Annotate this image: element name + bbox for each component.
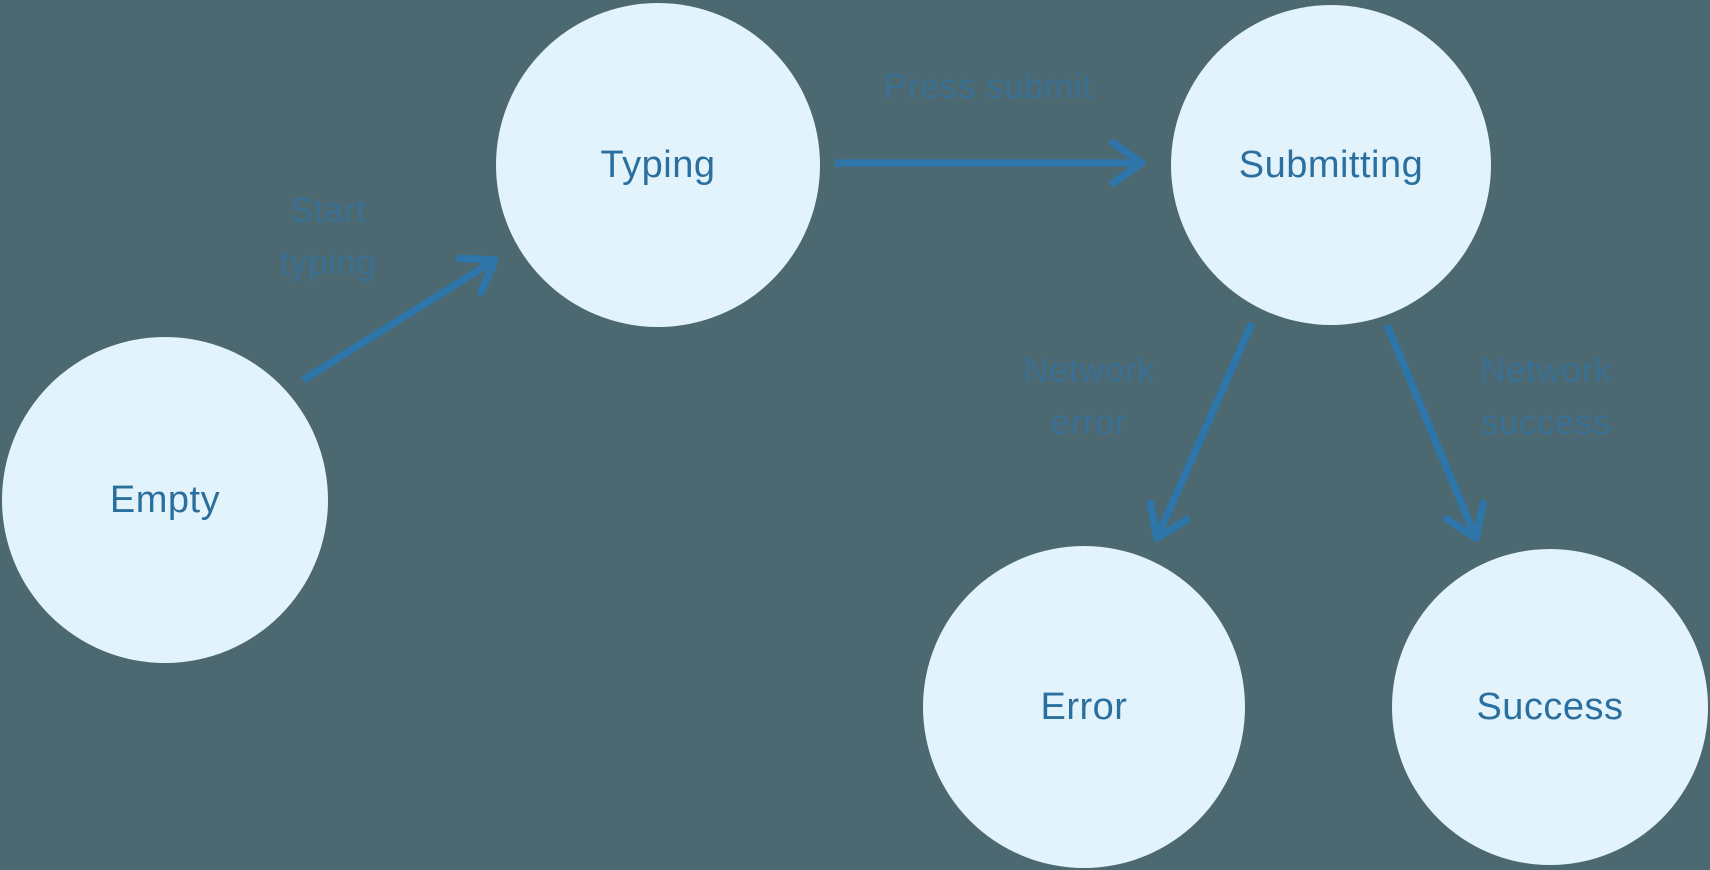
state-node-empty[interactable]: Empty [2, 337, 328, 663]
state-node-label: Typing [600, 143, 716, 186]
transition-label-network-error: Network error [1023, 345, 1155, 449]
state-node-typing[interactable]: Typing [496, 3, 820, 327]
state-node-label: Submitting [1238, 143, 1424, 186]
state-node-label: Empty [109, 478, 221, 521]
transition-label-network-success: Network success [1480, 345, 1612, 449]
state-node-label: Error [1040, 685, 1128, 728]
transition-label-line: error [1050, 403, 1128, 442]
transition-label-line: success [1481, 403, 1611, 442]
transition-label-line: typing [279, 243, 377, 282]
transition-label-line: Start [289, 191, 367, 230]
state-node-error[interactable]: Error [923, 546, 1245, 868]
state-node-label: Success [1476, 685, 1624, 728]
transition-label-start-typing: Start typing [280, 185, 376, 289]
transition-arrow-network-success [1383, 323, 1488, 542]
state-node-submitting[interactable]: Submitting [1171, 5, 1491, 325]
transition-label-line: Press submit [883, 67, 1093, 106]
transition-label-press-submit: Press submit [884, 61, 1092, 113]
transition-label-line: Network [1480, 351, 1612, 390]
transition-arrow-network-error [1146, 321, 1256, 542]
state-node-success[interactable]: Success [1392, 549, 1708, 865]
transition-label-line: Network [1023, 351, 1155, 390]
